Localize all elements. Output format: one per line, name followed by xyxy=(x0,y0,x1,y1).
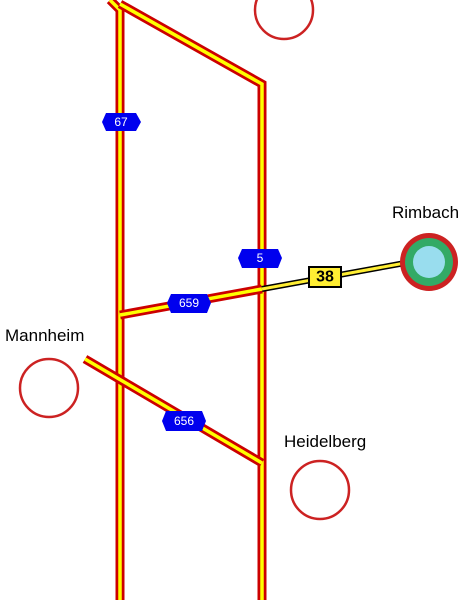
motorway-shield-67-label: 67 xyxy=(114,115,128,129)
motorway-shield-656: 656 xyxy=(162,411,206,431)
motorway-shield-67: 67 xyxy=(102,113,141,131)
city-label-rimbach: Rimbach xyxy=(392,203,459,222)
city-marker-mannheim xyxy=(18,357,80,419)
motorway-shield-659: 659 xyxy=(167,294,211,313)
motorway-shield-659-label: 659 xyxy=(179,296,199,310)
city-marker-rimbach xyxy=(400,233,458,291)
motorway-shield-5: 5 xyxy=(238,249,282,268)
motorway-a5 xyxy=(117,0,267,600)
motorway-shield-656-label: 656 xyxy=(174,414,194,428)
city-marker-top xyxy=(253,0,315,41)
city-label-mannheim: Mannheim xyxy=(5,326,84,345)
city-marker-heidelberg xyxy=(289,459,351,521)
motorway-shield-5-label: 5 xyxy=(257,251,264,265)
route-shield-38-label: 38 xyxy=(316,269,334,286)
route-shield-38: 38 xyxy=(308,266,342,288)
motorway-a67 xyxy=(106,0,125,600)
city-label-heidelberg: Heidelberg xyxy=(284,432,366,451)
